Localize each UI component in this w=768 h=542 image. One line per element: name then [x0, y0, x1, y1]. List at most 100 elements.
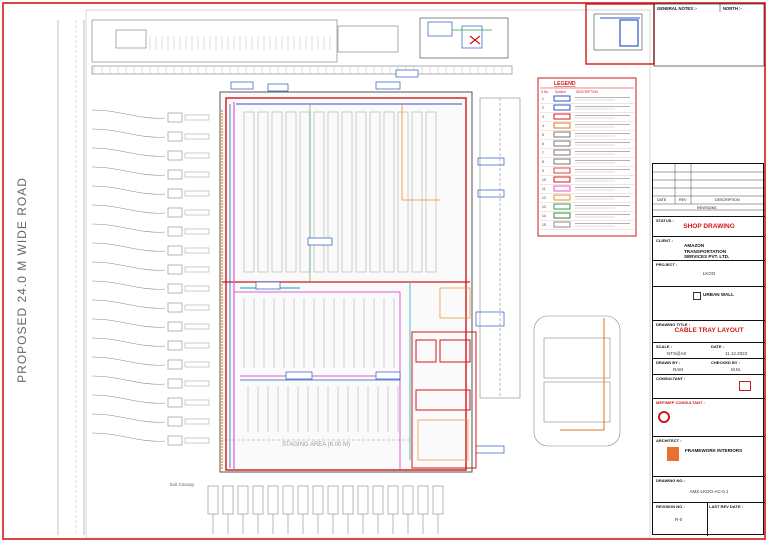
dock-bay	[167, 112, 183, 123]
dock-leveler	[184, 190, 210, 197]
legend-symbol	[553, 203, 571, 210]
project-label: PROJECT :	[656, 262, 678, 267]
legend-row-number: 5	[542, 133, 544, 137]
legend-symbol	[553, 113, 571, 120]
dock-leveler	[184, 437, 210, 444]
mep-consultant-label: MEP/MEP CONSULTANT :	[656, 400, 705, 405]
rack-block	[411, 111, 423, 273]
dock-bay	[167, 359, 183, 370]
client-row: CLIENT : AMAZON TRANSPORTATION SERVICES …	[653, 236, 765, 260]
consultant-logo-icon	[739, 381, 751, 391]
legend-row-number: 10	[542, 178, 546, 182]
dock-leveler	[184, 304, 210, 311]
road-strip: PROPOSED 24.0 M WIDE ROAD	[15, 20, 85, 535]
date-value: 11.12.2023	[725, 351, 748, 356]
legend-row-number: 3	[542, 115, 544, 119]
checked-by-label: CHECKED BY :	[711, 360, 740, 365]
dock-ramp	[91, 413, 166, 423]
dock-bay	[167, 397, 183, 408]
bottom-dock-bay	[267, 485, 279, 515]
legend-row-number: 2	[542, 106, 544, 110]
legend-header-description: DESCRIPTION	[576, 90, 598, 94]
rack-block	[271, 111, 283, 273]
bottom-dock-bay	[432, 485, 444, 515]
bottom-dock-bay	[402, 485, 414, 515]
dock-bay	[167, 340, 183, 351]
bottom-dock-bay	[252, 485, 264, 515]
legend-symbol	[553, 140, 571, 147]
dock-bay	[167, 207, 183, 218]
legend-row-number: 13	[542, 205, 546, 209]
utility-block	[411, 331, 477, 469]
dock-leveler	[184, 171, 210, 178]
status-row: STATUS : SHOP DRAWING	[653, 216, 765, 236]
project-row: PROJECT : LKOO	[653, 260, 765, 286]
mep-consultant-logo-icon	[658, 411, 670, 423]
bottom-dock-bay	[387, 485, 399, 515]
bottom-dock-bay	[357, 485, 369, 515]
rack-block	[285, 111, 297, 273]
tray-label-tags	[230, 69, 505, 454]
dock-bay	[167, 264, 183, 275]
legend-table: LEGEND S.No. Symbol DESCRIPTION 12345678…	[537, 77, 637, 237]
key-plan	[585, 3, 655, 65]
drawing-title-value: CABLE TRAY LAYOUT	[674, 327, 744, 334]
drawn-checked-row: DRAWN BY : RAM CHECKED BY : M.M.	[653, 358, 765, 374]
dock-ramp	[91, 166, 166, 176]
rev-caption: REVISIONS	[697, 206, 717, 210]
dock-bay	[167, 321, 183, 332]
dock-bay	[167, 169, 183, 180]
bottom-dock-bay	[342, 485, 354, 515]
rack-block	[313, 111, 325, 273]
rack-block	[369, 111, 381, 273]
revision-no-label: REVISION NO :	[656, 504, 685, 509]
legend-symbol	[553, 185, 571, 192]
dock-bay	[167, 435, 183, 446]
general-notes-title: GENERAL NOTES :-	[657, 6, 698, 11]
drawing-no-value: AMZ-LKOO-AC-0.1	[689, 489, 729, 494]
dock-bay	[167, 188, 183, 199]
rack-block	[383, 111, 395, 273]
dock-leveler	[184, 285, 210, 292]
legend-row-number: 4	[542, 124, 544, 128]
rack-block	[243, 111, 255, 273]
contractor-logo-icon	[667, 447, 679, 461]
utility-details	[417, 287, 471, 461]
left-dock-ramps	[91, 109, 210, 446]
rack-block	[397, 111, 409, 273]
rev-header-description: DESCRIPTION	[715, 198, 740, 202]
rev-header-rev: REV	[679, 198, 687, 202]
dock-leveler	[184, 361, 210, 368]
last-rev-date-label: LAST REV DATE :	[709, 504, 743, 509]
legend-symbol	[553, 149, 571, 156]
dock-leveler	[184, 152, 210, 159]
drawing-no-row: DRAWING NO : AMZ-LKOO-AC-0.1	[653, 476, 765, 502]
dock-ramp	[91, 261, 166, 271]
legend-symbol	[553, 95, 571, 102]
dock-leveler	[184, 247, 210, 254]
bottom-dock-bay	[417, 485, 429, 515]
rack-block	[355, 111, 367, 273]
scale-date-row: SCALE : NTS@A0 DATE : 11.12.2023	[653, 342, 765, 358]
legend-symbol	[553, 131, 571, 138]
legend-symbol	[553, 104, 571, 111]
legend-row-number: 9	[542, 169, 544, 173]
legend-symbol	[553, 221, 571, 228]
bottom-dock-bay	[297, 485, 309, 515]
legend-symbol	[553, 122, 571, 129]
legend-symbol	[553, 212, 571, 219]
architect-name: URBAN WALL	[703, 292, 734, 297]
legend-header-sno: S.No.	[541, 90, 549, 94]
dock-leveler	[184, 342, 210, 349]
consultant-row: CONSULTANT :	[653, 374, 765, 398]
consultant-label: CONSULTANT :	[656, 376, 686, 381]
dock-ramp	[91, 147, 166, 157]
dock-ramp	[91, 299, 166, 309]
rack-block	[257, 111, 269, 273]
legend-row-number: 14	[542, 214, 546, 218]
exit-canopy-label: Exit Canopy	[170, 482, 195, 487]
legend-symbol	[553, 176, 571, 183]
drawing-title-row: DRAWING TITLE : CABLE TRAY LAYOUT	[653, 320, 765, 342]
dock-bay	[167, 150, 183, 161]
dock-leveler	[184, 323, 210, 330]
